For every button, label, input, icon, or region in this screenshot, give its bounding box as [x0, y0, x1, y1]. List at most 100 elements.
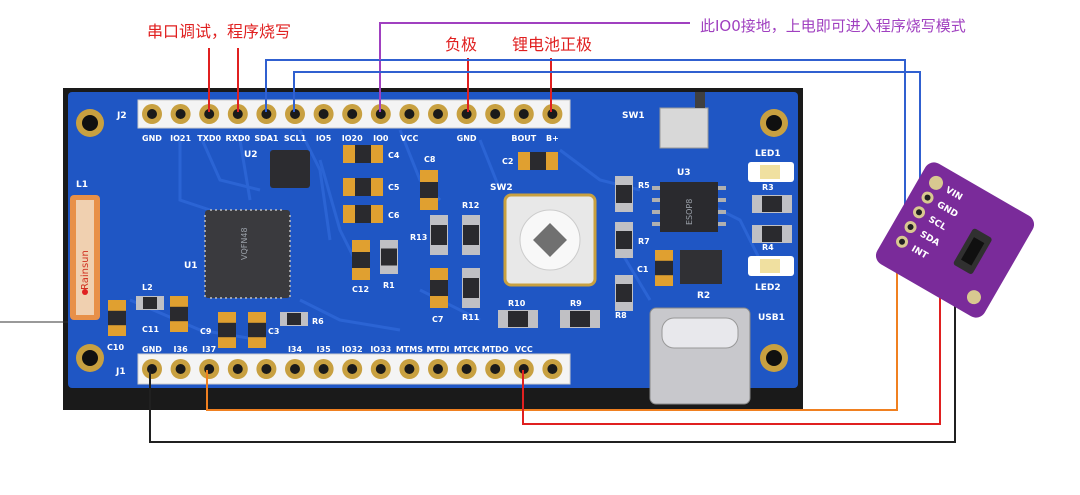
- annotation-pointers-red: [208, 48, 552, 112]
- sensor-hole-2: [966, 290, 981, 305]
- pin-label: SDA1: [254, 134, 279, 143]
- pin-label: IO5: [316, 134, 332, 143]
- sensor-chip-window: [960, 237, 985, 266]
- pin-label: MTDO: [482, 345, 509, 354]
- label-r10: R10: [508, 299, 526, 308]
- switch-sw2-actuator: [533, 223, 567, 257]
- header-pin-hole: [347, 109, 358, 119]
- led1-label: LED1: [755, 149, 781, 159]
- chip-u3-label: U3: [677, 168, 691, 178]
- label-r3: R3: [762, 183, 774, 192]
- annotation-serial-program: 串口调试，程序烧写: [147, 22, 291, 41]
- led2-label: LED2: [755, 283, 781, 293]
- header-pin-hole: [490, 109, 501, 119]
- header-pin-hole: [433, 364, 443, 374]
- label-c9: C9: [200, 327, 212, 336]
- sensor-pin-hole: [899, 238, 906, 245]
- usb-label: USB1: [758, 313, 785, 323]
- pin-label: GND: [142, 345, 162, 354]
- sensor-hole-1: [929, 175, 944, 190]
- pin-label: GND: [457, 134, 477, 143]
- header-pin-hole: [518, 109, 529, 119]
- annotation-negative: 负极: [445, 35, 477, 54]
- chip-u2: [270, 150, 310, 188]
- resistor-body: [508, 311, 528, 327]
- wire-int: [206, 250, 898, 411]
- header-pin-hole: [318, 364, 329, 374]
- pin-label: IO32: [342, 345, 363, 354]
- label-c6: C6: [388, 211, 400, 220]
- pin-label: IO33: [370, 345, 391, 354]
- label-r13: R13: [410, 233, 427, 242]
- capacitor-body: [248, 322, 266, 338]
- header-pin-hole: [204, 109, 215, 119]
- header-pin-hole: [204, 364, 215, 374]
- header-j2-pins: [142, 104, 563, 124]
- header-pin-hole: [461, 364, 472, 374]
- capacitor-body: [355, 178, 371, 196]
- annotation-io0-note: 此IO0接地，上电即可进入程序烧写模式: [700, 17, 966, 35]
- resistor-body: [570, 311, 590, 327]
- label-r7: R7: [638, 237, 650, 246]
- header-pin-hole: [261, 364, 272, 374]
- label-r9: R9: [570, 299, 582, 308]
- capacitor-body: [355, 205, 371, 223]
- label-c4: C4: [388, 151, 400, 160]
- label-c8: C8: [424, 155, 436, 164]
- pin-label: BOUT: [511, 134, 536, 143]
- resistor-body: [762, 196, 782, 212]
- inductor-dot: [82, 289, 88, 295]
- pin-label: MTMS: [396, 345, 423, 354]
- pin-label: I37: [202, 345, 216, 354]
- header-j1-pins: [142, 359, 563, 379]
- component-r2: [680, 250, 722, 284]
- chip-u2-label: U2: [244, 150, 258, 160]
- chip-u1: [205, 210, 290, 298]
- label-c10: C10: [107, 343, 124, 352]
- capacitor-body: [355, 145, 371, 163]
- chip-u1-label: U1: [184, 261, 198, 271]
- wire-vcc: [522, 195, 941, 425]
- chip-u1-leads: [204, 209, 291, 299]
- label-r6: R6: [312, 317, 324, 326]
- capacitor-body: [420, 182, 438, 198]
- header-pin-hole: [375, 364, 386, 374]
- header-pin-hole: [290, 364, 300, 374]
- header-pin-hole: [433, 109, 443, 119]
- label-r1: R1: [383, 281, 395, 290]
- resistor-body: [762, 226, 782, 242]
- chip-u3-leads: [652, 186, 726, 226]
- wire-gnd: [149, 190, 956, 443]
- pin-label: IO21: [170, 134, 191, 143]
- resistor-body: [431, 225, 447, 245]
- sensor-pin-hole: [907, 224, 914, 231]
- header-pin-hole: [347, 364, 358, 374]
- pin-label: RXD0: [226, 134, 251, 143]
- capacitor-body: [530, 152, 546, 170]
- sensor-pin-hole: [924, 194, 931, 201]
- mounting-holes: [76, 109, 788, 372]
- chip-u3-mark: ESOP8: [685, 199, 694, 225]
- usb-c-port: [661, 317, 739, 349]
- label-l2: L2: [142, 283, 153, 292]
- label-r12: R12: [462, 201, 479, 210]
- header-pin-hole: [490, 364, 501, 374]
- pin-label: MTDI: [426, 345, 449, 354]
- chip-u3: [660, 182, 718, 232]
- chip-u1-mark: VQFN48: [240, 227, 249, 260]
- resistor-body: [616, 185, 632, 203]
- pin-label: IO0: [373, 134, 389, 143]
- header-pin-hole: [175, 364, 186, 374]
- header-pin-hole: [232, 364, 243, 374]
- resistor-body: [463, 225, 479, 245]
- label-c2: C2: [502, 157, 513, 166]
- capacitor-body: [655, 260, 673, 276]
- pin-label: TXD0: [197, 134, 221, 143]
- label-c12: C12: [352, 285, 369, 294]
- resistor-body: [143, 297, 157, 309]
- annotation-battery-positive: 锂电池正极: [512, 35, 592, 54]
